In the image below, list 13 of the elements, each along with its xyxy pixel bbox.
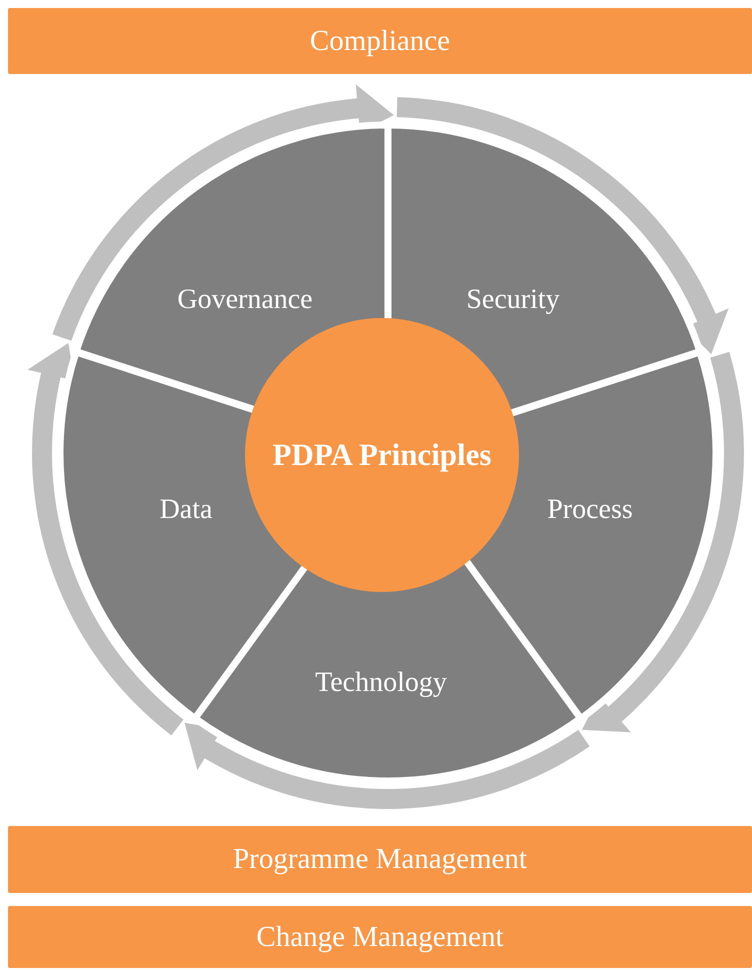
segment-label: Data xyxy=(160,494,212,526)
segment-label: Security xyxy=(466,284,560,316)
curved-arrow xyxy=(28,343,184,736)
segment-label: Process xyxy=(547,494,633,526)
curved-arrow xyxy=(582,352,744,732)
banner-bar: Change Management xyxy=(8,906,752,968)
banner-bar: Programme Management xyxy=(8,826,752,893)
segment-label: Governance xyxy=(177,284,313,316)
curved-arrow xyxy=(52,84,394,341)
curved-arrow xyxy=(184,722,590,809)
banner-bar: Compliance xyxy=(8,8,752,74)
segment-label: Technology xyxy=(315,667,447,699)
curved-arrow xyxy=(396,97,729,354)
